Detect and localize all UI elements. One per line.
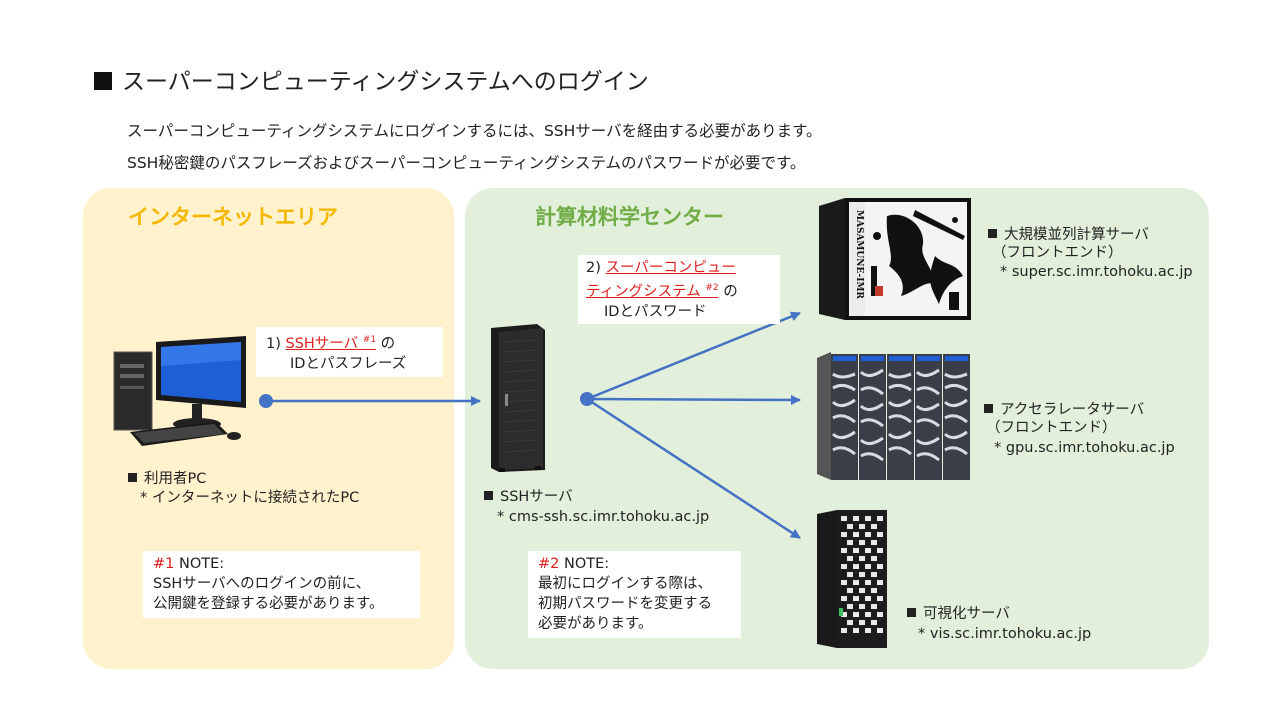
ssh-server-host: * cms-ssh.sc.imr.tohoku.ac.jp bbox=[497, 509, 710, 525]
ssh-server-link[interactable]: SSHサーバ #1 bbox=[285, 335, 377, 352]
square-bullet-icon bbox=[94, 72, 112, 90]
user-pc-label: 利用者PC bbox=[128, 470, 206, 489]
ssh-to-gpu-arrow bbox=[586, 394, 801, 405]
note2-box: #2 NOTE: 最初にログインする際は、 初期パスワードを変更する 必要があり… bbox=[528, 551, 741, 638]
center-area-title: 計算材料学センター bbox=[535, 205, 724, 229]
square-bullet-icon bbox=[907, 608, 916, 617]
supercomputer-link-line1[interactable]: スーパーコンピュー bbox=[605, 260, 736, 276]
vis-server-host: * vis.sc.imr.tohoku.ac.jp bbox=[918, 626, 1092, 642]
note1-box: #1 NOTE: SSHサーバへのログインの前に、 公開鍵を登録する必要がありま… bbox=[143, 551, 420, 618]
gpu-server-label: アクセラレータサーバ bbox=[984, 401, 1144, 420]
gpu-server-host: * gpu.sc.imr.tohoku.ac.jp bbox=[994, 440, 1175, 456]
ssh-to-super-arrow bbox=[586, 311, 801, 401]
internet-area-title: インターネットエリア bbox=[128, 205, 338, 229]
masamune-logo: MASAMUNE-IMR bbox=[854, 210, 864, 299]
ssh-server-label: SSHサーバ bbox=[484, 488, 573, 507]
supercomputer-link-line2[interactable]: ティングシステム #2 bbox=[586, 283, 719, 300]
intro-line-2: SSH秘密鍵のパスフレーズおよびスーパーコンピューティングシステムのパスワードが… bbox=[127, 154, 806, 172]
super-server-host: * super.sc.imr.tohoku.ac.jp bbox=[1000, 264, 1193, 280]
user-pc-icon bbox=[113, 336, 246, 446]
gpu-server-sub: （フロントエンド） bbox=[986, 420, 1117, 436]
visualization-server-icon bbox=[817, 510, 887, 648]
user-pc-desc: * インターネットに接続されたPC bbox=[140, 490, 360, 506]
super-server-label: 大規模並列計算サーバ bbox=[988, 226, 1149, 245]
square-bullet-icon bbox=[484, 491, 493, 500]
accelerator-server-icon bbox=[817, 352, 970, 480]
ssh-server-icon bbox=[491, 324, 545, 472]
step2-label-box: 2) スーパーコンピュー ティングシステム #2 の IDとパスワード bbox=[578, 255, 780, 324]
vis-server-label: 可視化サーバ bbox=[907, 605, 1010, 624]
supercomputer-icon: MASAMUNE-IMR bbox=[819, 198, 971, 320]
ssh-to-vis-arrow bbox=[586, 397, 801, 540]
square-bullet-icon bbox=[988, 229, 997, 238]
step1-label-box: 1) SSHサーバ #1 の IDとパスフレーズ bbox=[256, 327, 443, 377]
super-server-sub: （フロントエンド） bbox=[992, 245, 1123, 261]
square-bullet-icon bbox=[984, 404, 993, 413]
page-title: スーパーコンピューティングシステムへのログイン bbox=[94, 62, 649, 96]
square-bullet-icon bbox=[128, 473, 137, 482]
intro-line-1: スーパーコンピューティングシステムにログインするには、SSHサーバを経由する必要… bbox=[127, 122, 822, 140]
